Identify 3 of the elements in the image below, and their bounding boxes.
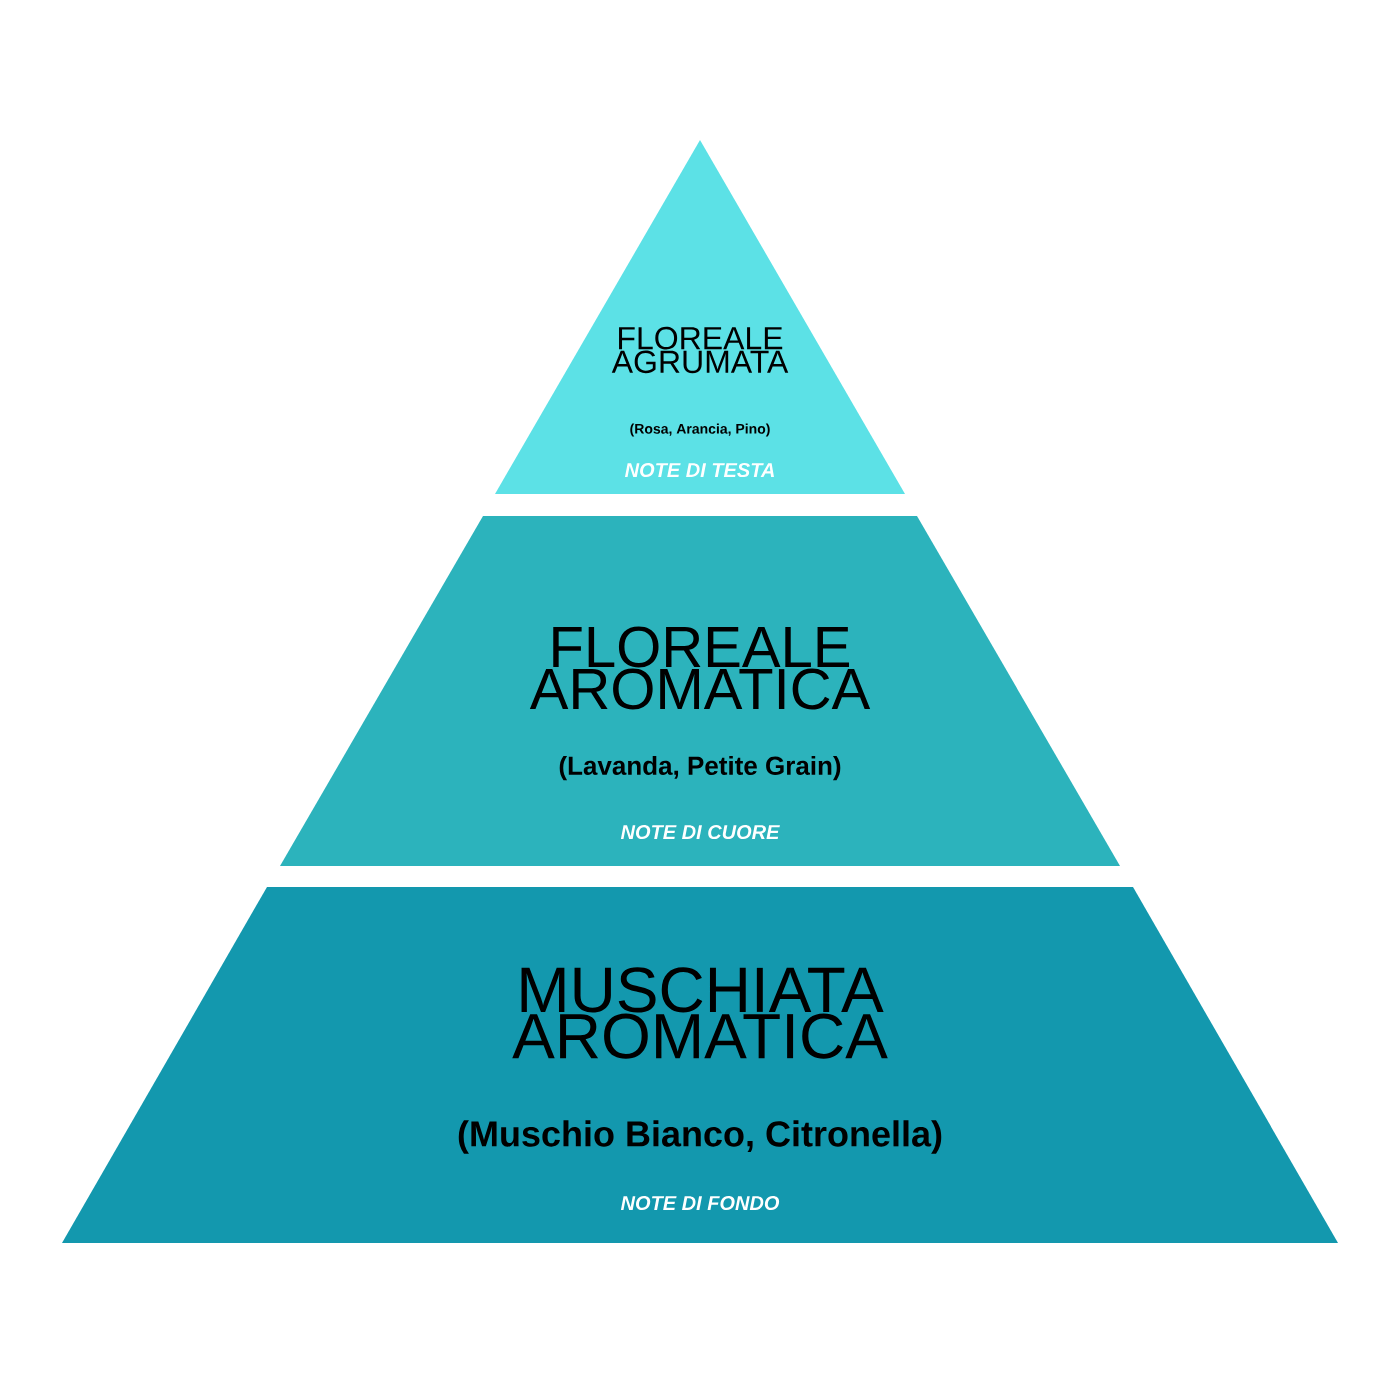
pyramid-tier: MUSCHIATA AROMATICA (Muschio Bianco, Citronella) NOTE DI FONDO — [62, 887, 1338, 1243]
pyramid-tier: FLOREALE AGRUMATA (Rosa, Arancia, Pino) NOTE DI TESTA — [495, 140, 905, 494]
pyramid-tier: FLOREALE AROMATICA (Lavanda, Petite Grain) NOTE DI CUORE — [280, 516, 1120, 866]
